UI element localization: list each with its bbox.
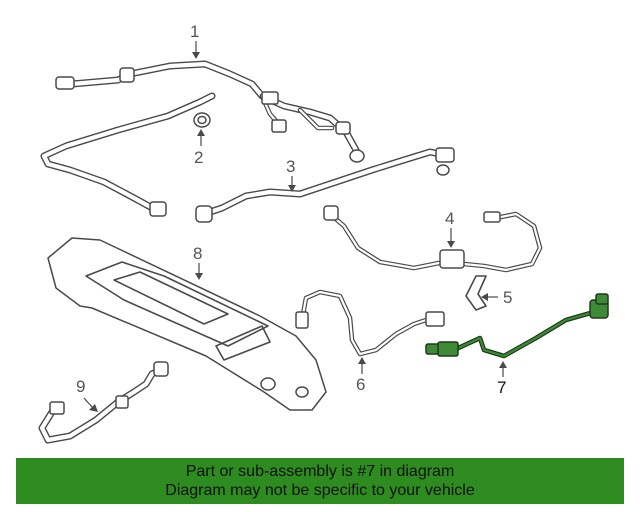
- callout-label: 8: [193, 244, 202, 263]
- callout-3: 3: [286, 157, 296, 192]
- callout-label: 7: [497, 378, 506, 397]
- callout-4: 4: [445, 209, 455, 248]
- part-8-canister: [47, 237, 327, 411]
- callout-label: 3: [286, 157, 295, 176]
- callout-6: 6: [356, 357, 366, 394]
- callout-label: 5: [503, 288, 512, 307]
- callout-label: 2: [194, 148, 203, 167]
- banner-line-disclaimer: Diagram may not be specific to your vehi…: [165, 482, 475, 499]
- part-7-oxygen-sensor: [425, 293, 609, 359]
- info-banner: Part or sub-assembly is #7 in diagram Di…: [16, 458, 624, 504]
- callout-7: 7: [497, 361, 507, 397]
- callout-2: 2: [194, 129, 205, 167]
- part-6-sensor: [295, 289, 445, 357]
- callout-8: 8: [193, 244, 203, 280]
- banner-line-part: Part or sub-assembly is #7 in diagram: [185, 463, 455, 480]
- callout-9: 9: [76, 377, 98, 412]
- part-2-return-hose: [40, 92, 216, 217]
- callout-label: 4: [445, 209, 454, 228]
- callout-label: 9: [76, 377, 85, 396]
- callout-label: 1: [190, 22, 199, 41]
- callout-label: 6: [356, 375, 365, 394]
- part-9-vent-hose: [38, 361, 169, 444]
- part-1-hose-harness: [55, 60, 365, 163]
- callout-1: 1: [190, 22, 200, 59]
- callout-5: 5: [481, 288, 512, 307]
- part-3-hose: [195, 147, 455, 223]
- parts-diagram: 1 2 3 4 5 6 7 8 9: [38, 22, 609, 444]
- part-5-bracket: [465, 275, 487, 311]
- part-4-sensor: [323, 205, 543, 273]
